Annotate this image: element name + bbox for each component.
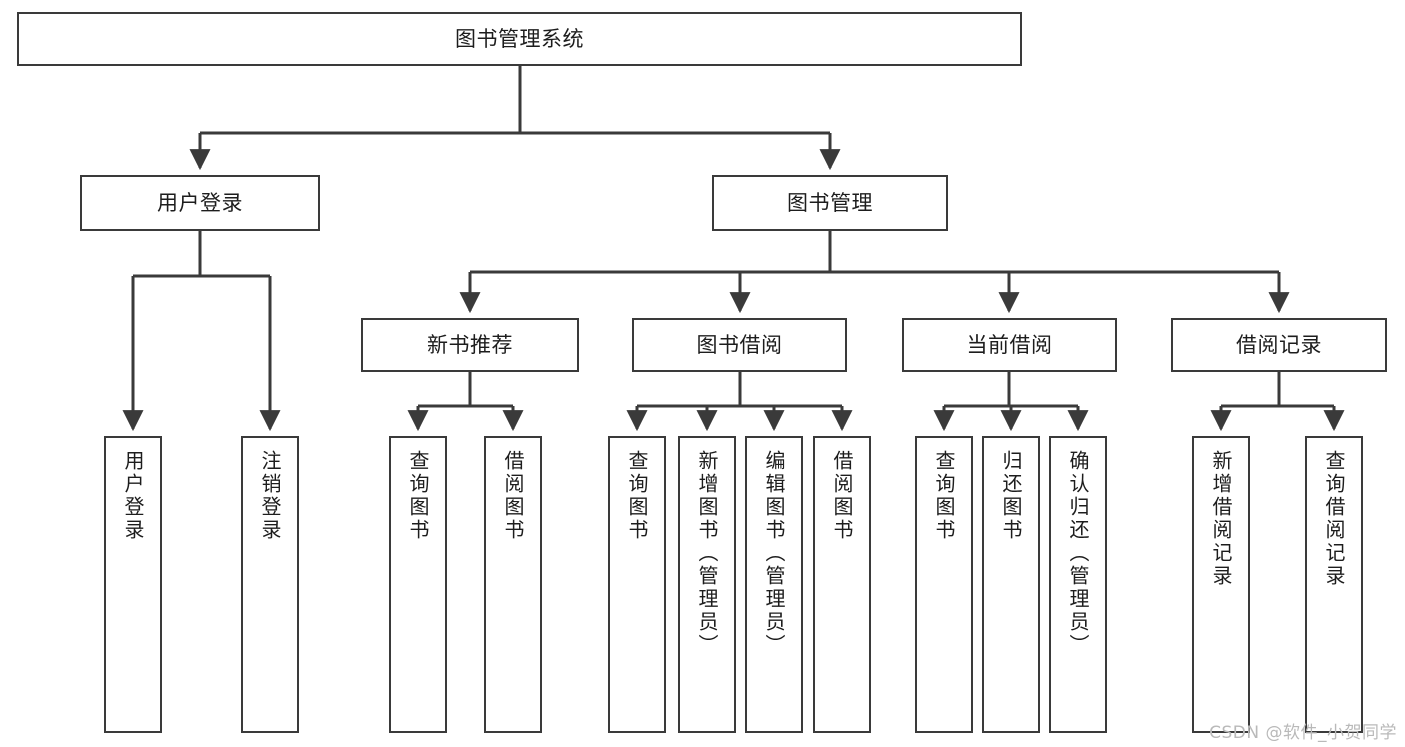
node-root-label: 图书管理系统 bbox=[455, 26, 584, 51]
node-leaf-add-borrow-record[interactable]: 新增借阅记录 bbox=[1192, 436, 1250, 733]
node-book-management-label: 图书管理 bbox=[787, 190, 873, 215]
node-leaf-edit-book-admin-label: 编辑图书（管理员） bbox=[762, 450, 786, 657]
node-leaf-query-borrow-record[interactable]: 查询借阅记录 bbox=[1305, 436, 1363, 733]
node-user-login-label: 用户登录 bbox=[157, 190, 243, 215]
node-borrow-record-label: 借阅记录 bbox=[1236, 332, 1322, 357]
node-leaf-query-book-1-label: 查询图书 bbox=[406, 450, 430, 542]
node-book-management[interactable]: 图书管理 bbox=[712, 175, 948, 231]
node-leaf-query-book-2-label: 查询图书 bbox=[625, 450, 649, 542]
node-leaf-add-borrow-record-label: 新增借阅记录 bbox=[1209, 450, 1233, 588]
node-leaf-add-book-admin-label: 新增图书（管理员） bbox=[695, 450, 719, 657]
node-leaf-query-borrow-record-label: 查询借阅记录 bbox=[1322, 450, 1346, 588]
node-leaf-query-book-3-label: 查询图书 bbox=[932, 450, 956, 542]
node-leaf-borrow-book-1[interactable]: 借阅图书 bbox=[484, 436, 542, 733]
node-leaf-user-login[interactable]: 用户登录 bbox=[104, 436, 162, 733]
node-book-borrow-label: 图书借阅 bbox=[696, 332, 783, 357]
node-leaf-confirm-return-admin[interactable]: 确认归还（管理员） bbox=[1049, 436, 1107, 733]
node-leaf-query-book-1[interactable]: 查询图书 bbox=[389, 436, 447, 733]
node-user-login[interactable]: 用户登录 bbox=[80, 175, 320, 231]
node-leaf-confirm-return-admin-label: 确认归还（管理员） bbox=[1066, 450, 1090, 657]
node-leaf-borrow-book-1-label: 借阅图书 bbox=[501, 450, 525, 542]
node-leaf-logout[interactable]: 注销登录 bbox=[241, 436, 299, 733]
node-leaf-borrow-book-2-label: 借阅图书 bbox=[830, 450, 854, 542]
node-new-book-recommend[interactable]: 新书推荐 bbox=[361, 318, 579, 372]
node-book-borrow[interactable]: 图书借阅 bbox=[632, 318, 847, 372]
node-leaf-query-book-2[interactable]: 查询图书 bbox=[608, 436, 666, 733]
node-leaf-edit-book-admin[interactable]: 编辑图书（管理员） bbox=[745, 436, 803, 733]
node-leaf-logout-label: 注销登录 bbox=[258, 450, 282, 542]
node-leaf-user-login-label: 用户登录 bbox=[121, 450, 145, 542]
node-current-borrow-label: 当前借阅 bbox=[966, 332, 1053, 357]
node-current-borrow[interactable]: 当前借阅 bbox=[902, 318, 1117, 372]
node-leaf-add-book-admin[interactable]: 新增图书（管理员） bbox=[678, 436, 736, 733]
node-leaf-return-book[interactable]: 归还图书 bbox=[982, 436, 1040, 733]
node-leaf-query-book-3[interactable]: 查询图书 bbox=[915, 436, 973, 733]
node-leaf-borrow-book-2[interactable]: 借阅图书 bbox=[813, 436, 871, 733]
node-borrow-record[interactable]: 借阅记录 bbox=[1171, 318, 1387, 372]
node-new-book-recommend-label: 新书推荐 bbox=[427, 332, 513, 357]
node-leaf-return-book-label: 归还图书 bbox=[999, 450, 1023, 542]
node-root[interactable]: 图书管理系统 bbox=[17, 12, 1022, 66]
